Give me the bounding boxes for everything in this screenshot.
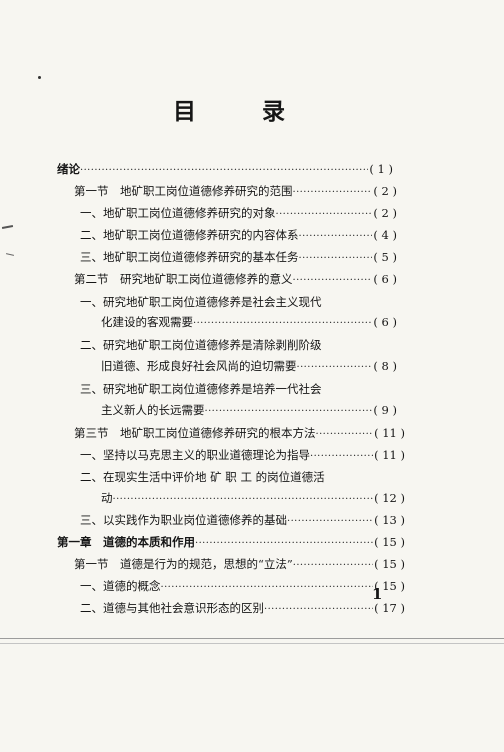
dot-leader [195, 535, 373, 553]
toc-entry-section: 第一节 地矿职工岗位道德修养研究的范围 ( 2 ) [74, 182, 397, 200]
toc-entry-item: 二、地矿职工岗位道德修养研究的内容体系 ( 4 ) [80, 226, 397, 244]
toc-entry-page: ( 15 ) [374, 579, 405, 593]
toc-entry-item: 二、道德与其他社会意识形态的区别 ( 17 ) [80, 599, 405, 617]
toc-entry-page: ( 13 ) [374, 513, 405, 527]
toc-entry-label: 二、地矿职工岗位道德修养研究的内容体系 [80, 228, 299, 242]
toc-heading-char-2: 录 [262, 98, 285, 125]
dot-leader [293, 184, 373, 202]
toc-entry-label: 第一节 地矿职工岗位道德修养研究的范围 [74, 184, 293, 198]
toc-entry-item: 三、以实践作为职业岗位道德修养的基础 ( 13 ) [80, 511, 405, 529]
toc-heading: 目 录 [170, 97, 320, 127]
dot-leader [161, 579, 374, 597]
toc-entry-section: 第三节 地矿职工岗位道德修养研究的根本方法 ( 11 ) [74, 424, 405, 442]
toc-entry-page: ( 5 ) [373, 250, 397, 264]
dot-leader [80, 162, 368, 180]
toc-entry-item: 一、研究地矿职工岗位道德修养是社会主义现代 [80, 293, 397, 311]
toc-entry-label: 二、在现实生活中评价地 矿 职 工 的岗位道德活 [80, 470, 325, 484]
scan-edge-line-secondary [0, 643, 504, 644]
toc-entry-label: 一、坚持以马克思主义的职业道德理论为指导 [80, 448, 310, 462]
toc-entry-label: 二、道德与其他社会意识形态的区别 [80, 601, 264, 615]
dot-leader [293, 272, 373, 290]
toc-entry-page: ( 15 ) [374, 557, 405, 571]
toc-entry-item: 三、地矿职工岗位道德修养研究的基本任务 ( 5 ) [80, 248, 397, 266]
toc-entry-label: 三、地矿职工岗位道德修养研究的基本任务 [80, 250, 299, 264]
toc-entry-label: 一、研究地矿职工岗位道德修养是社会主义现代 [80, 295, 322, 309]
toc-entry-label: 二、研究地矿职工岗位道德修养是清除剥削阶级 [80, 338, 322, 352]
toc-entry-continuation: 旧道德、形成良好社会风尚的迫切需要 ( 8 ) [101, 357, 397, 375]
toc-entry-page: ( 2 ) [373, 184, 397, 198]
toc-entry-page: ( 8 ) [373, 359, 397, 373]
dot-leader [193, 315, 372, 333]
toc-entry-page: ( 11 ) [374, 426, 405, 440]
dot-leader [299, 250, 373, 268]
toc-entry-page: ( 11 ) [374, 448, 405, 462]
dot-leader [113, 491, 374, 509]
dot-leader [205, 403, 373, 421]
toc-entry-intro: 绪论 ( 1 ) [57, 160, 393, 178]
toc-entry-page: ( 17 ) [374, 601, 405, 615]
dot-leader [297, 359, 373, 377]
toc-entry-label: 第一章 道德的本质和作用 [57, 535, 195, 549]
toc-entry-label: 第三节 地矿职工岗位道德修养研究的根本方法 [74, 426, 316, 440]
toc-entry-label: 一、道德的概念 [80, 579, 161, 593]
toc-entry-item: 一、地矿职工岗位道德修养研究的对象 ( 2 ) [80, 204, 397, 222]
dot-leader [287, 513, 373, 531]
toc-entry-page: ( 1 ) [369, 162, 393, 176]
toc-entry-item: 二、在现实生活中评价地 矿 职 工 的岗位道德活 [80, 468, 405, 486]
toc-entry-label: 第二节 研究地矿职工岗位道德修养的意义 [74, 272, 293, 286]
toc-entry-continuation: 动 ( 12 ) [101, 489, 405, 507]
toc-entry-label: 绪论 [57, 162, 80, 176]
toc-entry-page: ( 12 ) [374, 491, 405, 505]
toc-heading-char-1: 目 [173, 98, 196, 125]
toc-entry-page: ( 9 ) [373, 403, 397, 417]
toc-entry-label: 第一节 道德是行为的规范，思想的“立法” [74, 557, 293, 571]
toc-entry-label: 主义新人的长远需要 [101, 403, 205, 417]
toc-entry-continuation: 主义新人的长远需要 ( 9 ) [101, 401, 397, 419]
toc-entry-section: 第一节 道德是行为的规范，思想的“立法” ( 15 ) [74, 555, 405, 573]
toc-entry-item: 一、坚持以马克思主义的职业道德理论为指导 ( 11 ) [80, 446, 405, 464]
dot-leader [264, 601, 373, 619]
toc-entry-page: ( 15 ) [374, 535, 405, 549]
toc-entry-label: 一、地矿职工岗位道德修养研究的对象 [80, 206, 276, 220]
toc-entry-item: 一、道德的概念 ( 15 ) [80, 577, 405, 595]
dot-leader [276, 206, 373, 224]
toc-entry-continuation: 化建设的客观需要 ( 6 ) [101, 313, 397, 331]
page-number: 1 [372, 585, 383, 603]
toc-entry-page: ( 6 ) [373, 315, 397, 329]
toc-entry-label: 三、研究地矿职工岗位道德修养是培养一代社会 [80, 382, 322, 396]
toc-entry-label: 旧道德、形成良好社会风尚的迫切需要 [101, 359, 297, 373]
toc-entry-label: 化建设的客观需要 [101, 315, 193, 329]
toc-entry-label: 三、以实践作为职业岗位道德修养的基础 [80, 513, 287, 527]
dot-leader [293, 557, 373, 575]
toc-entry-item: 三、研究地矿职工岗位道德修养是培养一代社会 [80, 380, 397, 398]
toc-entry-page: ( 4 ) [373, 228, 397, 242]
toc-entry-label: 动 [101, 491, 113, 505]
toc-entry-section: 第二节 研究地矿职工岗位道德修养的意义 ( 6 ) [74, 270, 397, 288]
dot-leader [299, 228, 373, 246]
scan-speck [38, 76, 41, 79]
scan-edge-line [0, 638, 504, 639]
toc-entry-item: 二、研究地矿职工岗位道德修养是清除剥削阶级 [80, 336, 397, 354]
toc-entry-page: ( 2 ) [373, 206, 397, 220]
dot-leader [310, 448, 373, 466]
toc-entry-chapter: 第一章 道德的本质和作用 ( 15 ) [57, 533, 405, 551]
toc-entry-page: ( 6 ) [373, 272, 397, 286]
dot-leader [316, 426, 374, 444]
